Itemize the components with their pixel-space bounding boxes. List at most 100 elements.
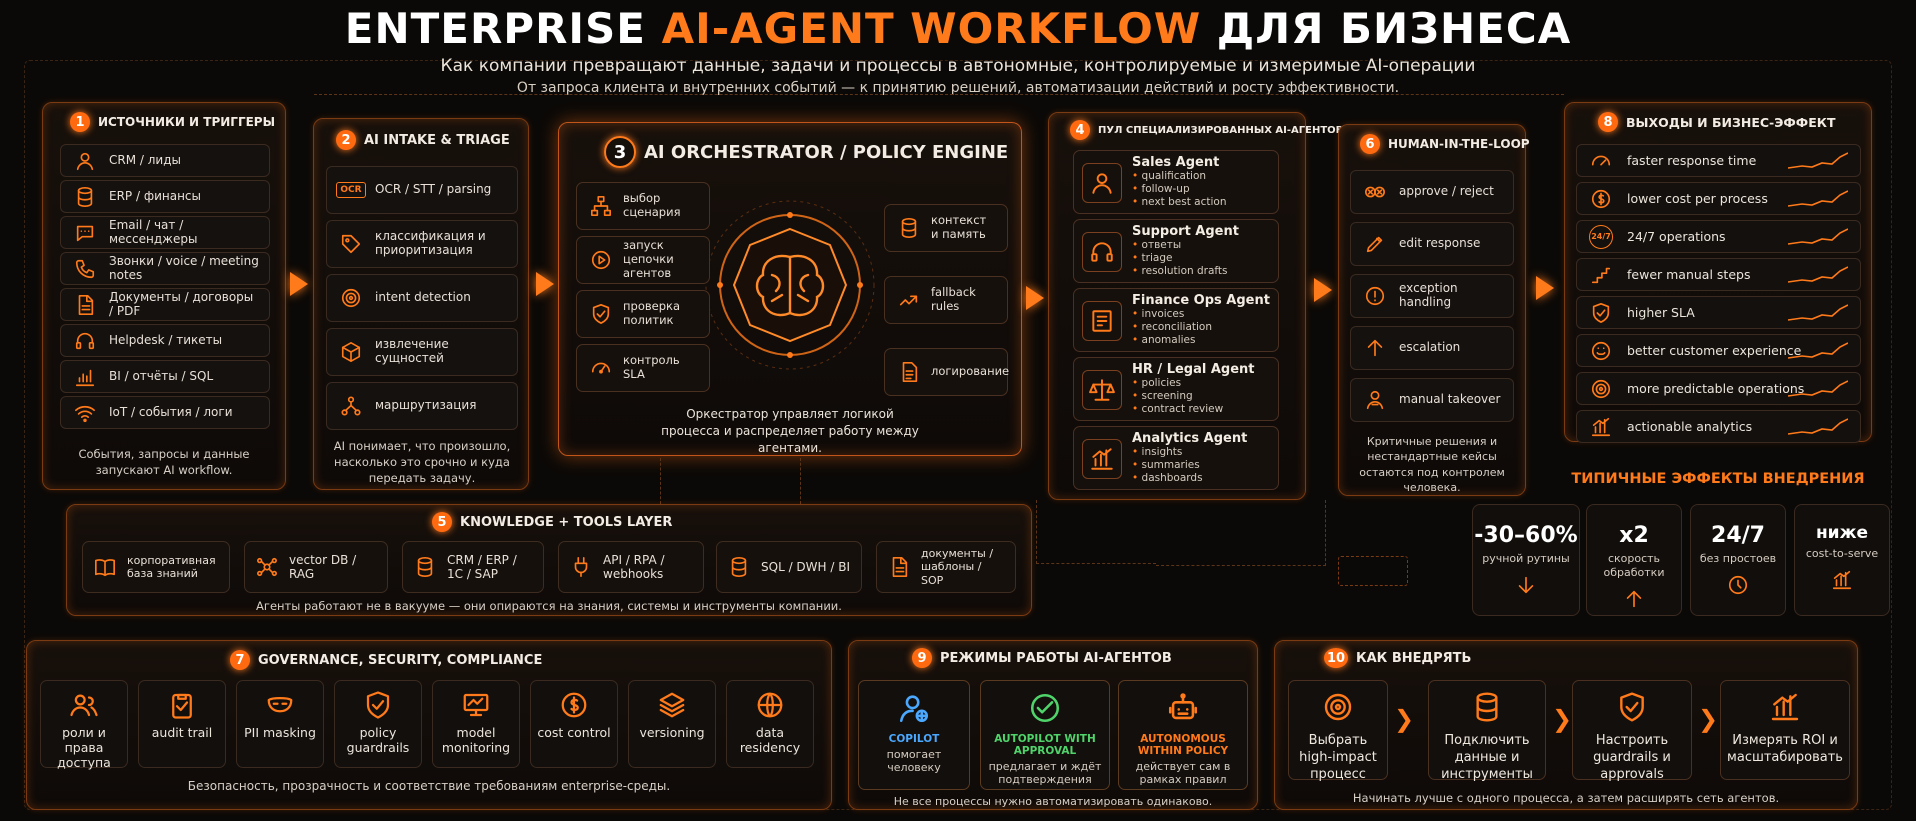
agent-bullet: triage: [1132, 252, 1239, 265]
flow-arrow-3: [1026, 286, 1044, 310]
orchestrator-left-item[interactable]: контроль SLA: [576, 344, 710, 392]
output-item[interactable]: fewer manual steps: [1576, 258, 1861, 291]
headset-icon: [1082, 232, 1122, 272]
source-item[interactable]: IoT / события / логи: [60, 396, 270, 429]
agent-card[interactable]: HR / Legal Agentpoliciesscreeningcontrac…: [1073, 357, 1279, 421]
intake-item[interactable]: intent detection: [326, 274, 518, 322]
implement-step[interactable]: Измерять ROI и масштабировать: [1720, 680, 1850, 780]
governance-item[interactable]: PII masking: [236, 680, 324, 768]
section-7-caption: Безопасность, прозрачность и соответстви…: [187, 779, 671, 793]
down-icon: [1473, 574, 1579, 600]
ocr-icon: OCR: [336, 178, 366, 202]
kpi-card: -30–60%ручной рутины: [1472, 504, 1580, 616]
implement-step[interactable]: Подключить данные и инструменты: [1428, 680, 1546, 782]
governance-item[interactable]: audit trail: [138, 680, 226, 768]
orchestrator-right-item[interactable]: контекст и память: [884, 204, 1008, 252]
coin-icon: [531, 685, 617, 725]
agent-bullet: dashboards: [1132, 472, 1247, 485]
tool-item[interactable]: vector DB / RAG: [244, 541, 388, 593]
source-item[interactable]: CRM / лиды: [60, 144, 270, 177]
kpi-label: ручной рутины: [1482, 552, 1570, 565]
governance-item-label: audit trail: [151, 725, 213, 740]
output-item[interactable]: better customer experience: [1576, 334, 1861, 367]
badge-3: 3: [604, 136, 636, 168]
section-9-caption: Не все процессы нужно автоматизировать о…: [893, 795, 1213, 808]
section-8-label: ВЫХОДЫ И БИЗНЕС-ЭФФЕКТ: [1626, 114, 1836, 130]
implement-step[interactable]: Настроить guardrails и approvals: [1572, 680, 1692, 782]
title-part-c: ДЛЯ БИЗНЕСА: [1201, 4, 1572, 53]
orchestrator-left-item[interactable]: запуск цепочки агентов: [576, 236, 710, 284]
section-7-label: GOVERNANCE, SECURITY, COMPLIANCE: [258, 652, 543, 668]
tool-item-label: API / RPA / webhooks: [603, 552, 665, 581]
hitl-item[interactable]: exception handling: [1350, 274, 1514, 318]
governance-item[interactable]: policy guardrails: [334, 680, 422, 768]
user-icon: [71, 149, 99, 173]
hitl-item[interactable]: manual takeover: [1350, 378, 1514, 422]
coin-icon: [1587, 187, 1615, 211]
output-item[interactable]: higher SLA: [1576, 296, 1861, 329]
section-3-label: AI ORCHESTRATOR / POLICY ENGINE: [644, 141, 1009, 163]
source-item[interactable]: Email / чат / мессенджеры: [60, 216, 270, 249]
governance-item[interactable]: роли и права доступа: [40, 680, 128, 770]
output-item[interactable]: lower cost per process: [1576, 182, 1861, 215]
source-item[interactable]: Документы / договоры / PDF: [60, 288, 270, 321]
intake-item[interactable]: классификация и приоритизация: [326, 220, 518, 268]
section-3-title: 3 AI ORCHESTRATOR / POLICY ENGINE: [604, 136, 1008, 168]
implement-step[interactable]: Выбрать high-impact процесс: [1288, 680, 1388, 782]
mode-name: AUTONOMOUS WITHIN POLICY: [1137, 733, 1229, 758]
intake-item[interactable]: маршрутизация: [326, 382, 518, 430]
tool-item[interactable]: SQL / DWH / BI: [716, 541, 862, 593]
orchestrator-left-item[interactable]: проверка политик: [576, 290, 710, 338]
orchestrator-left-item[interactable]: выбор сценария: [576, 182, 710, 230]
agent-card[interactable]: Sales Agentqualificationfollow-upnext be…: [1073, 150, 1279, 214]
output-item[interactable]: more predictable operations: [1576, 372, 1861, 405]
source-item[interactable]: ERP / финансы: [60, 180, 270, 213]
agent-card[interactable]: Analytics Agentinsightssummariesdashboar…: [1073, 426, 1279, 490]
source-item[interactable]: Звонки / voice / meeting notes: [60, 252, 270, 285]
badge-7: 7: [230, 650, 250, 670]
output-item[interactable]: actionable analytics: [1576, 410, 1861, 443]
tool-item[interactable]: API / RPA / webhooks: [558, 541, 704, 593]
intake-item[interactable]: извлечение сущностей: [326, 328, 518, 376]
output-item[interactable]: faster response time: [1576, 144, 1861, 177]
tool-item[interactable]: документы / шаблоны / SOP: [876, 541, 1016, 593]
hitl-item-label: approve / reject: [1399, 184, 1494, 199]
up-icon: [1587, 588, 1681, 614]
source-item[interactable]: BI / отчёты / SQL: [60, 360, 270, 393]
kpi-value: ниже: [1815, 523, 1869, 543]
hitl-item[interactable]: edit response: [1350, 222, 1514, 266]
orchestrator-right-item[interactable]: логирование: [884, 348, 1009, 396]
orchestrator-left-label: выбор сценария: [623, 191, 681, 219]
hitl-item[interactable]: approve / reject: [1350, 170, 1514, 214]
governance-item[interactable]: model monitoring: [432, 680, 520, 768]
agent-card[interactable]: Support Agentответыtriageresolution draf…: [1073, 219, 1279, 283]
xx-icon: [1361, 180, 1389, 204]
hitl-item[interactable]: escalation: [1350, 326, 1514, 370]
output-item-label: 24/7 operations: [1627, 229, 1726, 244]
governance-item[interactable]: versioning: [628, 680, 716, 768]
source-item-label: Звонки / voice / meeting notes: [109, 253, 259, 282]
governance-item[interactable]: cost control: [530, 680, 618, 768]
tool-item[interactable]: CRM / ERP / 1C / SAP: [402, 541, 544, 593]
governance-item[interactable]: data residency: [726, 680, 814, 768]
flow-arrow-4: [1314, 278, 1332, 302]
alert-icon: [1361, 284, 1389, 308]
source-item[interactable]: Helpdesk / тикеты: [60, 324, 270, 357]
tool-item[interactable]: корпоративная база знаний: [82, 541, 230, 593]
copilot-icon: [859, 691, 969, 729]
source-item-label: CRM / лиды: [109, 152, 181, 167]
tool-item-label: SQL / DWH / BI: [761, 559, 850, 574]
target-icon: [1587, 377, 1615, 401]
doc-icon: [885, 555, 913, 579]
agent-bullet: policies: [1132, 377, 1255, 390]
orchestrator-right-item[interactable]: fallback rules: [884, 276, 1008, 324]
agent-card[interactable]: Finance Ops Agentinvoicesreconciliationa…: [1073, 288, 1279, 352]
